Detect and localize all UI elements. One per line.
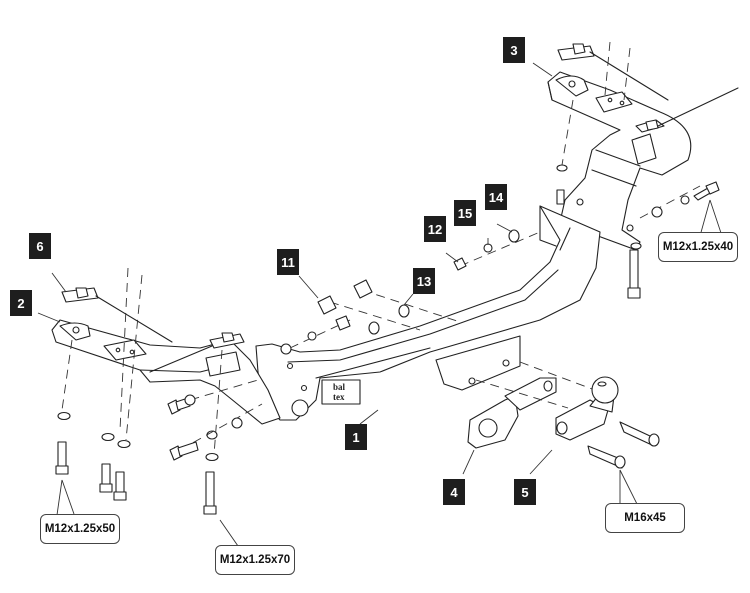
- bolt-axis: [639, 185, 701, 219]
- left-bracket: [51, 287, 281, 425]
- bolt-callout-m16x45: M16x45: [605, 503, 685, 533]
- bolt-axis: [604, 41, 611, 96]
- bolt-callout-m12x1-25x70: M12x1.25x70: [215, 545, 295, 575]
- bolt-axis: [561, 99, 574, 166]
- part-label-11: 11: [277, 249, 299, 275]
- wire-guide: [589, 51, 669, 101]
- bolt-vertical: [629, 249, 639, 289]
- wire-guide: [657, 87, 739, 127]
- wire-guide: [149, 345, 213, 373]
- part-label-15: 15: [454, 200, 476, 226]
- bolt-axis: [125, 274, 143, 441]
- part-label-6: 6: [29, 233, 51, 259]
- bolt-axis: [61, 339, 73, 411]
- part-label-4: 4: [443, 479, 465, 505]
- bolts-m12x70: [203, 430, 219, 515]
- fasteners-center: [280, 229, 541, 355]
- main-crossbar: bal tex: [255, 205, 601, 421]
- bolt-axis: [623, 47, 631, 101]
- bolt-axis: [119, 267, 129, 431]
- bolt-axis: [475, 379, 569, 409]
- brand-logo-line2: tex: [333, 392, 345, 402]
- brand-logo-line1: bal: [333, 382, 346, 392]
- part-label-13: 13: [413, 268, 435, 294]
- part-label-12: 12: [424, 216, 446, 242]
- washer: [651, 206, 663, 218]
- bolt-axis: [213, 349, 223, 456]
- side-bolts-left: [167, 379, 263, 461]
- tow-ball: [555, 376, 660, 469]
- part-label-3: 3: [503, 37, 525, 63]
- washer: [556, 164, 568, 172]
- stud: [556, 189, 565, 205]
- socket-plate: [467, 377, 557, 449]
- part-label-2: 2: [10, 290, 32, 316]
- brand-plate: [321, 379, 361, 405]
- bolt-callout-m12x1-25x50: M12x1.25x50: [40, 514, 120, 544]
- part-label-14: 14: [485, 184, 507, 210]
- mounting-hole: [291, 399, 309, 417]
- bolts-m12x50: [55, 411, 131, 501]
- part-label-1: 1: [345, 424, 367, 450]
- right-bracket: [547, 43, 692, 251]
- wire-guide: [95, 295, 173, 343]
- part-label-5: 5: [514, 479, 536, 505]
- spring-washer: [680, 195, 690, 205]
- bolt-callout-m12x1-25x40: M12x1.25x40: [658, 232, 738, 262]
